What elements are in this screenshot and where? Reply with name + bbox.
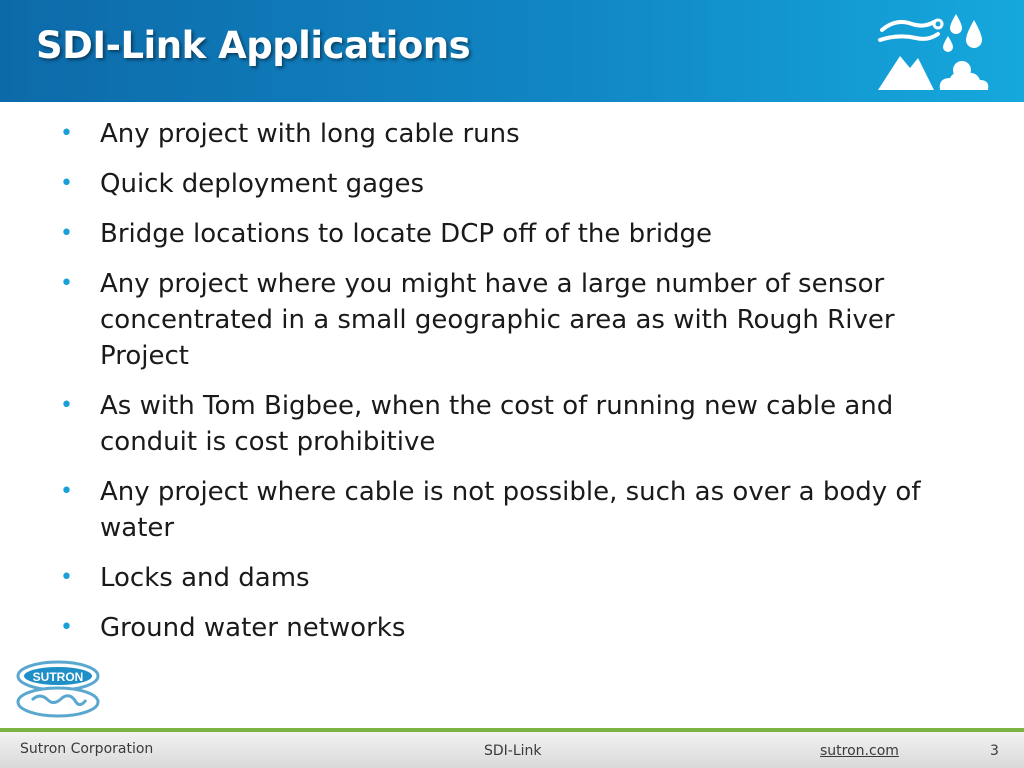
list-item: • Any project with long cable runs bbox=[60, 116, 960, 152]
footer-page-number: 3 bbox=[990, 743, 999, 759]
footer-presentation-name: SDI-Link bbox=[484, 743, 542, 759]
bullet-list: • Any project with long cable runs • Qui… bbox=[60, 116, 960, 660]
bullet-text: Quick deployment gages bbox=[100, 169, 425, 199]
bullet-text: Bridge locations to locate DCP off of th… bbox=[100, 219, 713, 249]
list-item: • Locks and dams bbox=[60, 560, 960, 596]
footer-accent-line bbox=[0, 728, 1024, 732]
bullet-icon: • bbox=[60, 393, 73, 418]
bullet-icon: • bbox=[60, 271, 73, 296]
footer-company: Sutron Corporation bbox=[20, 741, 154, 757]
list-item: • Any project where cable is not possibl… bbox=[60, 474, 960, 546]
bullet-text: As with Tom Bigbee, when the cost of run… bbox=[100, 391, 894, 457]
list-item: • As with Tom Bigbee, when the cost of r… bbox=[60, 388, 960, 460]
bullet-text: Any project with long cable runs bbox=[100, 119, 520, 149]
list-item: • Ground water networks bbox=[60, 610, 960, 646]
bullet-icon: • bbox=[60, 479, 73, 504]
bullet-text: Ground water networks bbox=[100, 613, 406, 643]
sutron-logo-text: SUTRON bbox=[33, 670, 84, 684]
bullet-icon: • bbox=[60, 565, 73, 590]
list-item: • Any project where you might have a lar… bbox=[60, 266, 960, 374]
slide-title: SDI-Link Applications bbox=[36, 24, 471, 67]
list-item: • Bridge locations to locate DCP off of … bbox=[60, 216, 960, 252]
sutron-logo-icon: SUTRON bbox=[16, 660, 100, 718]
bullet-icon: • bbox=[60, 615, 73, 640]
title-bar: SDI-Link Applications bbox=[0, 0, 1024, 102]
bullet-icon: • bbox=[60, 221, 73, 246]
weather-logo-icon bbox=[878, 14, 989, 90]
bullet-icon: • bbox=[60, 121, 73, 146]
bullet-text: Any project where cable is not possible,… bbox=[100, 477, 921, 543]
bullet-text: Any project where you might have a large… bbox=[100, 269, 895, 371]
footer-website-link[interactable]: sutron.com bbox=[820, 743, 899, 759]
bullet-icon: • bbox=[60, 171, 73, 196]
footer: Sutron Corporation SDI-Link sutron.com 3 bbox=[0, 732, 1024, 768]
bullet-text: Locks and dams bbox=[100, 563, 310, 593]
list-item: • Quick deployment gages bbox=[60, 166, 960, 202]
